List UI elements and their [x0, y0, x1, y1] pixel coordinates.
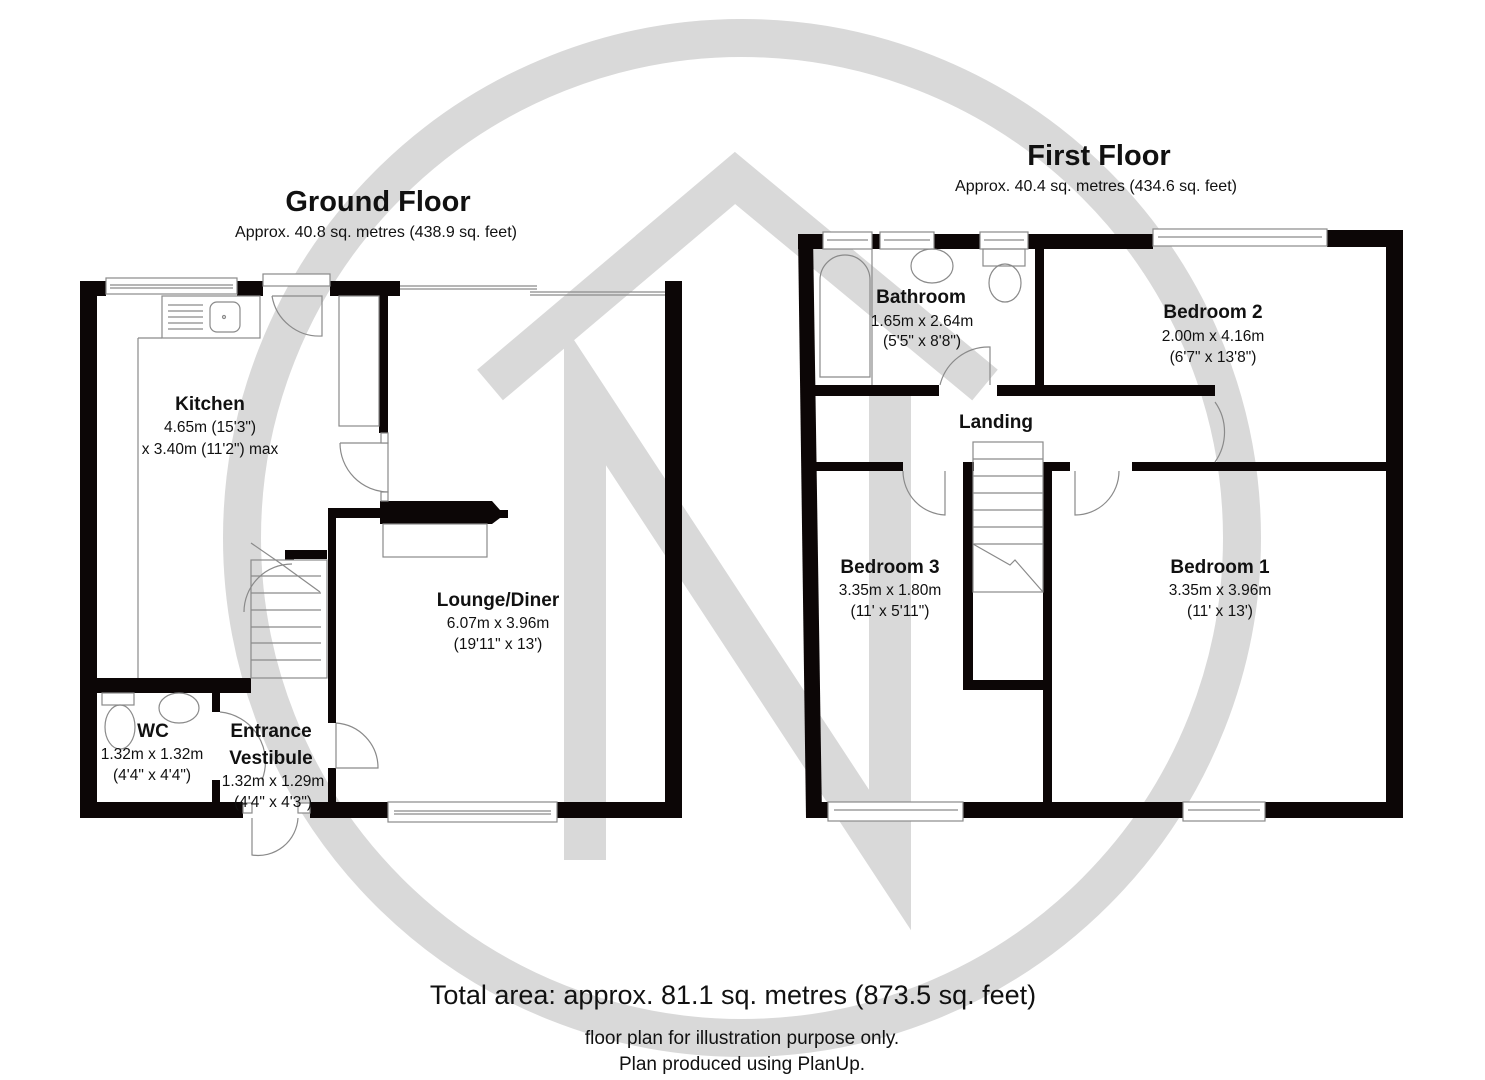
room-dims-bedroom-1-2: (11' x 13') [1187, 603, 1253, 620]
room-dims-vestibule-2: (4'4" x 4'3") [233, 794, 313, 811]
lounge-window [387, 801, 558, 823]
wc-basin-icon [158, 692, 200, 724]
ground-floor-plan [80, 273, 682, 857]
room-dims-vestibule-1: 1.32m x 1.29m [221, 773, 325, 790]
first-floor-area: Approx. 40.4 sq. metres (434.6 sq. feet) [955, 178, 1237, 195]
room-dims-wc-1: 1.32m x 1.32m [100, 746, 204, 763]
credit-text: Plan produced using PlanUp. [618, 1054, 866, 1075]
room-label-landing: Landing [959, 412, 1033, 433]
room-dims-lounge-diner-1: 6.07m x 3.96m [446, 615, 550, 632]
room-label-vestibule: Vestibule [229, 748, 313, 769]
room-dims-bathroom-2: (5'5" x 8'8") [882, 333, 962, 350]
circle-n-logo-watermark-icon [223, 19, 1261, 1057]
room-dims-kitchen-2: x 3.40m (11'2") max [141, 441, 279, 458]
room-dims-kitchen-1: 4.65m (15'3") [163, 419, 257, 436]
room-label-bathroom: Bathroom [876, 287, 966, 308]
first-floor-fixtures [819, 228, 1328, 822]
kitchen-window [105, 277, 238, 295]
ground-floor-title: Ground Floor [285, 186, 471, 218]
room-label-bedroom-2: Bedroom 2 [1163, 302, 1263, 323]
ground-floor-fixtures [101, 273, 665, 857]
room-dims-bedroom-1-1: 3.35m x 3.96m [1168, 582, 1272, 599]
kitchen-sink-icon [209, 301, 241, 333]
room-label-lounge-diner: Lounge/Diner [436, 590, 560, 611]
room-dims-wc-2: (4'4" x 4'4") [112, 767, 192, 784]
first-floor-title: First Floor [1027, 140, 1171, 172]
wc-toilet-icon [104, 704, 136, 750]
disclaimer-text: floor plan for illustration purpose only… [584, 1028, 900, 1049]
room-label-kitchen: Kitchen [175, 394, 245, 415]
room-label-bedroom-3: Bedroom 3 [840, 557, 940, 578]
room-label-entrance: Entrance [230, 721, 312, 742]
bath-icon [819, 254, 871, 378]
first-floor-stairs [972, 441, 1044, 593]
room-dims-bedroom-3-1: 3.35m x 1.80m [838, 582, 942, 599]
room-label-bedroom-1: Bedroom 1 [1170, 557, 1270, 578]
ground-floor-stairs [250, 559, 328, 679]
room-dims-bedroom-2-2: (6'7" x 13'8") [1169, 349, 1257, 366]
room-dims-lounge-diner-2: (19'11" x 13') [453, 636, 543, 653]
ground-floor-area: Approx. 40.8 sq. metres (438.9 sq. feet) [235, 224, 517, 241]
room-dims-bedroom-3-2: (11' x 5'11") [850, 603, 930, 620]
total-area: Total area: approx. 81.1 sq. metres (873… [429, 980, 1037, 1010]
bathroom-toilet-icon [988, 263, 1022, 303]
first-floor-walls [798, 230, 1403, 818]
first-floor-plan [798, 228, 1403, 822]
ground-floor-walls [80, 281, 682, 818]
room-label-wc: WC [137, 721, 169, 742]
room-dims-bathroom-1: 1.65m x 2.64m [870, 313, 974, 330]
room-dims-bedroom-2-1: 2.00m x 4.16m [1161, 328, 1265, 345]
bathroom-basin-icon [910, 248, 954, 284]
